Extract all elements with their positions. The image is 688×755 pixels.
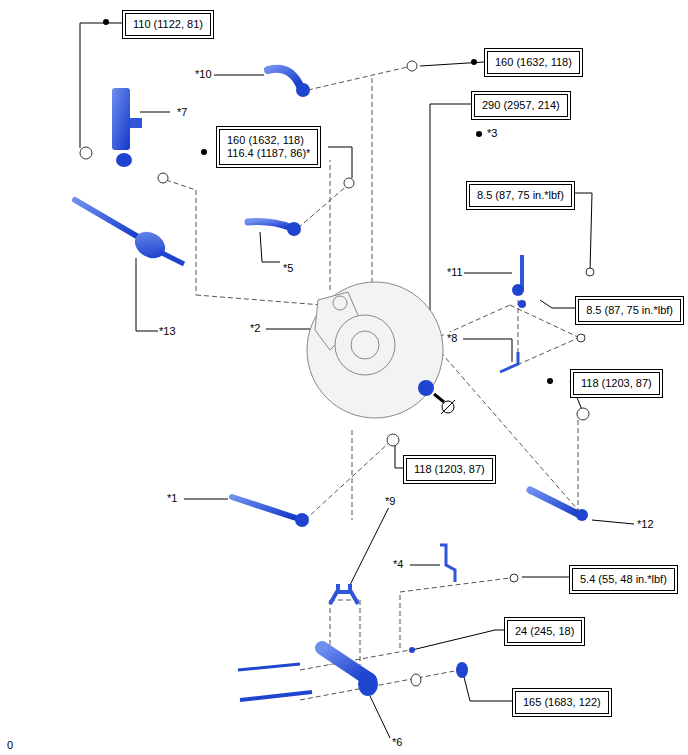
torque-spec-box: 24 (245, 18) <box>504 617 585 646</box>
torque-spec-box: 160 (1632, 118)116.4 (1187, 86)* <box>216 126 321 168</box>
callout-number: *1 <box>166 492 178 505</box>
callout-number: *10 <box>194 68 213 81</box>
torque-spec-frame: 8.5 (87, 75 in.*lbf) <box>469 184 572 207</box>
torque-spec-box: 5.4 (55, 48 in.*lbf) <box>569 565 678 594</box>
torque-value: 165 (1683, 122) <box>523 696 601 709</box>
torque-value: 116.4 (1187, 86)* <box>227 147 310 160</box>
torque-spec-box: 118 (1203, 87) <box>570 369 663 398</box>
torque-value: 24 (245, 18) <box>515 625 574 638</box>
torque-spec-frame: 290 (2957, 214) <box>474 94 568 117</box>
callout-number: *7 <box>176 106 188 119</box>
torque-spec-frame: 24 (245, 18) <box>507 620 582 643</box>
callout-number: *9 <box>384 495 396 508</box>
torque-spec-box: 165 (1683, 122) <box>512 688 612 717</box>
torque-spec-frame: 160 (1632, 118) <box>487 51 580 74</box>
callout-number: *6 <box>391 736 403 749</box>
torque-spec-box: 290 (2957, 214) <box>471 91 571 120</box>
torque-spec-frame: 160 (1632, 118)116.4 (1187, 86)* <box>219 129 318 165</box>
callout-number: *5 <box>282 262 294 275</box>
torque-value: 118 (1203, 87) <box>414 463 485 476</box>
torque-value: 160 (1632, 118) <box>495 56 572 69</box>
callout-number: *4 <box>392 558 404 571</box>
callout-number: *11 <box>446 266 464 279</box>
callout-number: *13 <box>158 325 177 338</box>
callout-number: *8 <box>446 332 458 345</box>
torque-value: 160 (1632, 118) <box>227 134 310 147</box>
torque-spec-frame: 118 (1203, 87) <box>573 372 660 395</box>
callout-number: *2 <box>249 322 261 335</box>
callout-number: *12 <box>636 518 655 531</box>
torque-spec-frame: 110 (1122, 81) <box>125 13 211 36</box>
callout-number: 0 <box>6 739 14 752</box>
torque-spec-box: 8.5 (87, 75 in.*lbf) <box>466 181 575 210</box>
torque-spec-frame: 5.4 (55, 48 in.*lbf) <box>572 568 675 591</box>
torque-value: 8.5 (87, 75 in.*lbf) <box>477 189 564 202</box>
torque-spec-box: 160 (1632, 118) <box>484 48 583 77</box>
callout-number: *3 <box>486 127 498 140</box>
torque-spec-frame: 8.5 (87, 75 in.*lbf) <box>578 299 681 322</box>
torque-spec-frame: 165 (1683, 122) <box>515 691 609 714</box>
torque-value: 110 (1122, 81) <box>133 18 203 31</box>
torque-spec-frame: 118 (1203, 87) <box>406 458 493 481</box>
torque-value: 8.5 (87, 75 in.*lbf) <box>586 304 673 317</box>
torque-value: 5.4 (55, 48 in.*lbf) <box>580 573 667 586</box>
torque-spec-box: 110 (1122, 81) <box>122 10 214 39</box>
torque-spec-box: 118 (1203, 87) <box>403 455 496 484</box>
torque-value: 118 (1203, 87) <box>581 377 652 390</box>
torque-value: 290 (2957, 214) <box>482 99 560 112</box>
torque-spec-box: 8.5 (87, 75 in.*lbf) <box>575 296 684 325</box>
